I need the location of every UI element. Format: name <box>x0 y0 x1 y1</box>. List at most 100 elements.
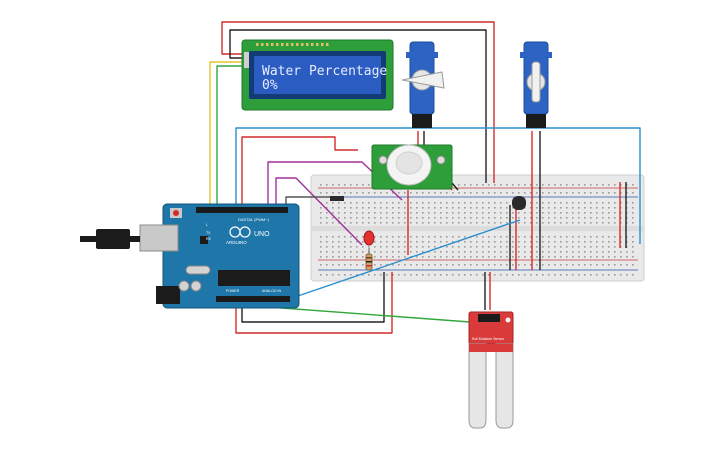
breadboard-hole <box>500 264 502 266</box>
breadboard-hole <box>536 246 538 248</box>
breadboard-hole <box>338 274 340 276</box>
breadboard-hole <box>554 251 556 253</box>
breadboard-hole <box>338 217 340 219</box>
breadboard-hole <box>434 246 436 248</box>
breadboard-hole <box>632 264 634 266</box>
breadboard-hole <box>446 251 448 253</box>
lcd-pin <box>321 43 324 46</box>
breadboard-hole <box>500 256 502 258</box>
breadboard-hole <box>320 184 322 186</box>
breadboard-hole <box>524 192 526 194</box>
breadboard-hole <box>374 264 376 266</box>
breadboard-hole <box>410 241 412 243</box>
breadboard-hole <box>398 241 400 243</box>
lcd-line-1: Water Percentage <box>262 64 387 79</box>
arduino-model: UNO <box>254 231 270 238</box>
breadboard-hole <box>536 207 538 209</box>
breadboard-hole <box>386 192 388 194</box>
breadboard-hole <box>596 241 598 243</box>
breadboard-hole <box>590 251 592 253</box>
breadboard-hole <box>554 192 556 194</box>
breadboard-hole <box>428 241 430 243</box>
breadboard-hole <box>326 264 328 266</box>
breadboard-hole <box>596 264 598 266</box>
breadboard-hole <box>512 256 514 258</box>
breadboard-hole <box>386 264 388 266</box>
breadboard-hole <box>518 241 520 243</box>
breadboard-hole <box>392 256 394 258</box>
breadboard-hole <box>578 184 580 186</box>
breadboard-hole <box>464 207 466 209</box>
breadboard-hole <box>368 192 370 194</box>
breadboard-hole <box>470 207 472 209</box>
moisture-sensor-label: Soil Moisture Sensor <box>472 337 505 341</box>
breadboard-hole <box>566 184 568 186</box>
breadboard-hole <box>374 192 376 194</box>
lcd-pin <box>311 43 314 46</box>
breadboard-hole <box>602 241 604 243</box>
breadboard-hole <box>500 212 502 214</box>
arduino-led-rx: RX <box>206 237 212 241</box>
breadboard-hole <box>506 217 508 219</box>
breadboard-hole <box>620 207 622 209</box>
breadboard-hole <box>464 202 466 204</box>
breadboard-hole <box>494 207 496 209</box>
breadboard-hole <box>536 274 538 276</box>
breadboard-hole <box>458 251 460 253</box>
breadboard-hole <box>338 251 340 253</box>
breadboard-hole <box>542 202 544 204</box>
breadboard-hole <box>392 217 394 219</box>
breadboard-hole <box>458 222 460 224</box>
breadboard-hole <box>524 212 526 214</box>
breadboard-hole <box>320 264 322 266</box>
breadboard-hole <box>596 274 598 276</box>
breadboard-hole <box>476 241 478 243</box>
breadboard-hole <box>536 222 538 224</box>
breadboard-hole <box>410 264 412 266</box>
breadboard-hole <box>458 246 460 248</box>
breadboard-hole <box>608 212 610 214</box>
breadboard-hole <box>626 192 628 194</box>
breadboard-hole <box>590 217 592 219</box>
breadboard-hole <box>464 274 466 276</box>
breadboard-hole <box>440 241 442 243</box>
breadboard-hole <box>350 202 352 204</box>
breadboard-hole <box>446 264 448 266</box>
breadboard-hole <box>506 212 508 214</box>
breadboard-hole <box>368 246 370 248</box>
breadboard-hole <box>362 236 364 238</box>
breadboard-hole <box>410 207 412 209</box>
breadboard-hole <box>482 236 484 238</box>
breadboard-hole <box>596 212 598 214</box>
breadboard-hole <box>632 212 634 214</box>
breadboard-hole <box>476 256 478 258</box>
breadboard-hole <box>506 274 508 276</box>
breadboard-hole <box>608 222 610 224</box>
breadboard-hole <box>500 192 502 194</box>
breadboard-hole <box>344 207 346 209</box>
breadboard-hole <box>380 274 382 276</box>
breadboard-hole <box>608 202 610 204</box>
breadboard-hole <box>398 251 400 253</box>
breadboard-hole <box>602 212 604 214</box>
breadboard-hole <box>590 256 592 258</box>
breadboard-hole <box>572 264 574 266</box>
breadboard-hole <box>572 236 574 238</box>
breadboard-hole <box>428 246 430 248</box>
breadboard-hole <box>392 236 394 238</box>
breadboard-hole <box>476 212 478 214</box>
breadboard-hole <box>524 251 526 253</box>
breadboard-hole <box>554 246 556 248</box>
breadboard-hole <box>476 184 478 186</box>
breadboard-hole <box>572 274 574 276</box>
breadboard-hole <box>584 241 586 243</box>
breadboard-hole <box>542 222 544 224</box>
breadboard-hole <box>452 212 454 214</box>
breadboard-hole <box>596 202 598 204</box>
breadboard-hole <box>632 256 634 258</box>
breadboard-hole <box>590 207 592 209</box>
breadboard-hole <box>368 202 370 204</box>
breadboard-hole <box>410 212 412 214</box>
breadboard-hole <box>506 246 508 248</box>
breadboard-hole <box>464 241 466 243</box>
